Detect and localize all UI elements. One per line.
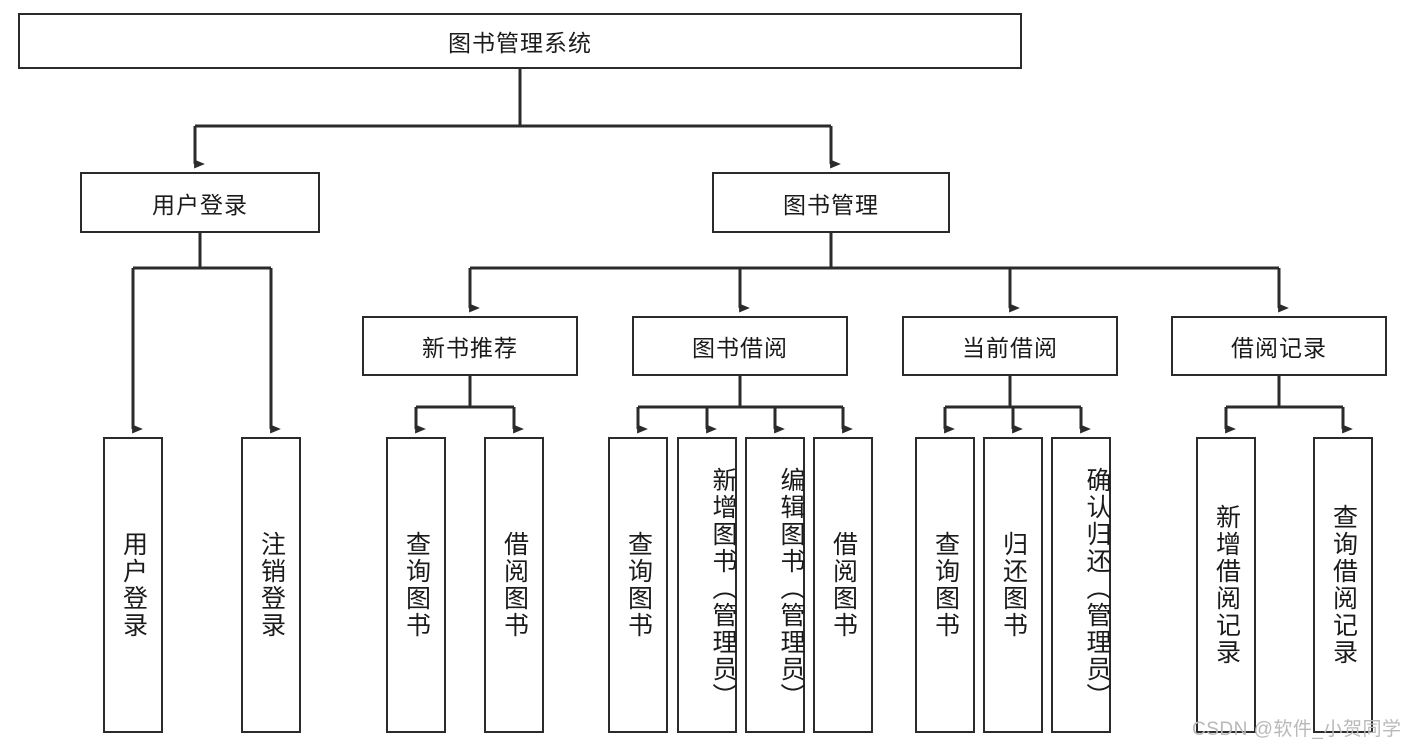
node-leaf-edit-book[interactable]: 编辑图书（管理员） xyxy=(745,437,805,733)
node-leaf-borrow-book-1[interactable]: 借阅图书 xyxy=(484,437,544,733)
node-leaf-user-login[interactable]: 用户登录 xyxy=(103,437,163,733)
node-root[interactable]: 图书管理系统 xyxy=(18,13,1022,69)
node-leaf-confirm-return[interactable]: 确认归还（管理员） xyxy=(1051,437,1111,733)
node-leaf-query-book-2[interactable]: 查询图书 xyxy=(608,437,668,733)
node-leaf-query-book-2-label: 查询图书 xyxy=(624,531,653,639)
node-leaf-query-book-1-label: 查询图书 xyxy=(402,531,431,639)
node-book-manage[interactable]: 图书管理 xyxy=(712,172,950,233)
csdn-watermark: CSDN @软件_小贺同学 xyxy=(1192,719,1402,740)
node-leaf-add-record[interactable]: 新增借阅记录 xyxy=(1196,437,1256,733)
node-leaf-query-book-3-label: 查询图书 xyxy=(931,531,960,639)
node-borrow-record-label: 借阅记录 xyxy=(1231,335,1327,361)
node-book-manage-label: 图书管理 xyxy=(783,191,879,218)
node-leaf-borrow-book-2-label: 借阅图书 xyxy=(829,531,858,639)
node-leaf-add-book[interactable]: 新增图书（管理员） xyxy=(677,437,737,733)
node-leaf-query-record-label: 查询借阅记录 xyxy=(1329,504,1358,666)
node-leaf-borrow-book-2[interactable]: 借阅图书 xyxy=(813,437,873,733)
node-current-borrow[interactable]: 当前借阅 xyxy=(902,316,1118,376)
node-leaf-query-book-3[interactable]: 查询图书 xyxy=(915,437,975,733)
node-leaf-return-book-label: 归还图书 xyxy=(999,531,1028,639)
node-book-borrow[interactable]: 图书借阅 xyxy=(632,316,848,376)
node-leaf-borrow-book-1-label: 借阅图书 xyxy=(500,531,529,639)
node-leaf-logout[interactable]: 注销登录 xyxy=(241,437,301,733)
node-new-book-rec[interactable]: 新书推荐 xyxy=(362,316,578,376)
node-borrow-record[interactable]: 借阅记录 xyxy=(1171,316,1387,376)
node-book-borrow-label: 图书借阅 xyxy=(692,335,788,361)
node-leaf-edit-book-label: 编辑图书（管理员） xyxy=(777,466,805,710)
node-user-login[interactable]: 用户登录 xyxy=(80,172,320,233)
node-leaf-confirm-return-label: 确认归还（管理员） xyxy=(1083,466,1111,710)
node-current-borrow-label: 当前借阅 xyxy=(962,335,1058,361)
node-user-login-label: 用户登录 xyxy=(152,191,248,218)
node-new-book-rec-label: 新书推荐 xyxy=(422,335,518,361)
node-leaf-query-book-1[interactable]: 查询图书 xyxy=(386,437,446,733)
node-leaf-add-book-label: 新增图书（管理员） xyxy=(709,466,737,710)
node-leaf-user-login-label: 用户登录 xyxy=(119,531,148,639)
node-leaf-logout-label: 注销登录 xyxy=(257,531,286,639)
node-leaf-query-record[interactable]: 查询借阅记录 xyxy=(1313,437,1373,733)
node-leaf-add-record-label: 新增借阅记录 xyxy=(1212,504,1241,666)
node-leaf-return-book[interactable]: 归还图书 xyxy=(983,437,1043,733)
node-root-label: 图书管理系统 xyxy=(448,30,592,56)
